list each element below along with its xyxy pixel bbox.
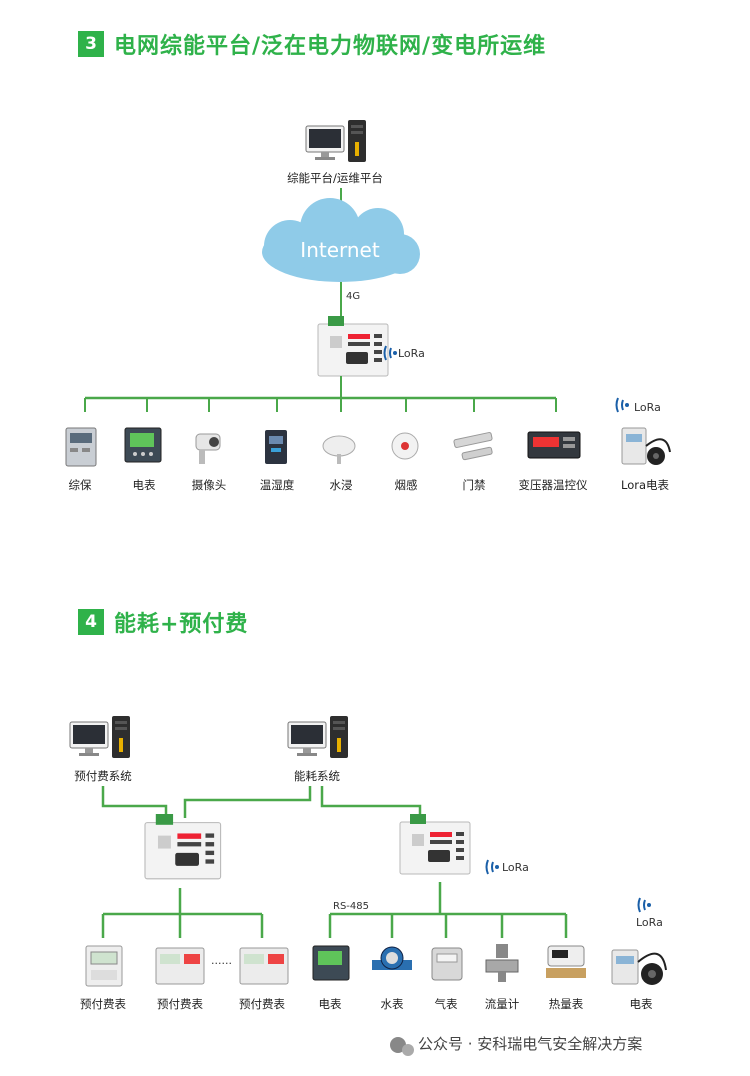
heat-meter-icon <box>546 945 586 978</box>
meter-icon <box>124 427 162 463</box>
gateway-right-lora-label: LoRa <box>502 861 529 874</box>
section-4-title: 能耗+预付费 <box>114 612 249 637</box>
rs485-label: RS-485 <box>333 901 369 912</box>
water-meter-icon <box>372 946 412 970</box>
prepay-meter-1-icon <box>85 945 123 987</box>
smoke-detector-icon <box>391 432 419 460</box>
transformer-temp-controller-icon <box>527 431 581 459</box>
temperature-humidity-sensor-icon <box>265 430 287 464</box>
prepay-system-computer-icon <box>69 715 131 759</box>
gateway-right-icon <box>399 813 471 875</box>
gas-meter-icon <box>431 947 463 981</box>
gateway-lora-label: LoRa <box>398 347 425 360</box>
wechat-icon <box>390 1037 414 1056</box>
device-label: 摄像头 <box>191 478 227 492</box>
footer: 公众号 · 安科瑞电气安全解决方案 <box>390 1033 642 1054</box>
device-label: 水表 <box>380 997 404 1011</box>
device-label: 烟感 <box>394 478 418 492</box>
lora-meter-tag: LoRa <box>634 401 661 414</box>
device-label: 变压器温控仪 <box>518 478 588 492</box>
lora-meter-label: Lora电表 <box>620 478 670 492</box>
energy-system-label: 能耗系统 <box>294 769 340 783</box>
prepay-system-label: 预付费系统 <box>74 769 132 783</box>
device-label: 温湿度 <box>259 478 295 492</box>
system-to-gateway-lines <box>101 786 422 818</box>
platform-computer-icon <box>305 119 367 163</box>
protection-relay-icon <box>65 427 97 467</box>
ellipsis-label: ...... <box>211 954 232 967</box>
lora-meter-4-tag: LoRa <box>636 916 663 929</box>
right-bus-lines <box>328 882 568 938</box>
lora-meter-4-signal-icon <box>637 897 652 913</box>
device-label: 综保 <box>68 478 92 492</box>
gateway-right-lora-icon <box>485 859 500 875</box>
section-3-header: 3 电网综能平台/泛在电力物联网/变电所运维 <box>78 28 546 60</box>
section-3-number: 3 <box>78 31 104 57</box>
flow-meter-icon <box>485 944 519 982</box>
gateway-left-icon <box>144 813 222 880</box>
section-3-title: 电网综能平台/泛在电力物联网/变电所运维 <box>114 34 547 59</box>
device-label: 电表 <box>132 478 156 492</box>
left-bus-lines <box>101 888 264 938</box>
energy-system-computer-icon <box>287 715 349 759</box>
access-control-icon <box>453 432 493 461</box>
device-label: 预付费表 <box>239 997 285 1011</box>
device-label: 水浸 <box>329 478 353 492</box>
camera-icon <box>195 433 221 464</box>
water-leak-sensor-icon <box>322 435 356 464</box>
internet-cloud-icon <box>262 198 420 282</box>
device-label: 预付费表 <box>157 997 203 1011</box>
device-label: 电表 <box>318 997 342 1011</box>
link-4g-label: 4G <box>346 291 361 302</box>
lora-meter-icon <box>621 427 671 465</box>
device-label: 流量计 <box>484 997 520 1011</box>
device-label: 门禁 <box>462 478 486 492</box>
lora-meter-4-icon <box>611 949 667 985</box>
device-label: 预付费表 <box>80 997 126 1011</box>
section-4-number: 4 <box>78 609 104 635</box>
footer-text: 公众号 · 安科瑞电气安全解决方案 <box>418 1035 643 1053</box>
prepay-meter-2-icon <box>155 947 205 985</box>
lora-meter-signal-icon <box>615 397 630 413</box>
cloud-label: Internet <box>300 238 380 262</box>
lora-meter-4-label: 电表 <box>629 997 653 1011</box>
section-4-header: 4 能耗+预付费 <box>78 606 248 638</box>
electric-meter-icon <box>312 945 350 981</box>
device-label: 气表 <box>434 997 458 1011</box>
gateway-3-icon <box>317 315 389 377</box>
platform-label: 综能平台/运维平台 <box>287 171 383 185</box>
prepay-meter-3-icon <box>239 947 289 985</box>
device-label: 热量表 <box>548 997 584 1011</box>
